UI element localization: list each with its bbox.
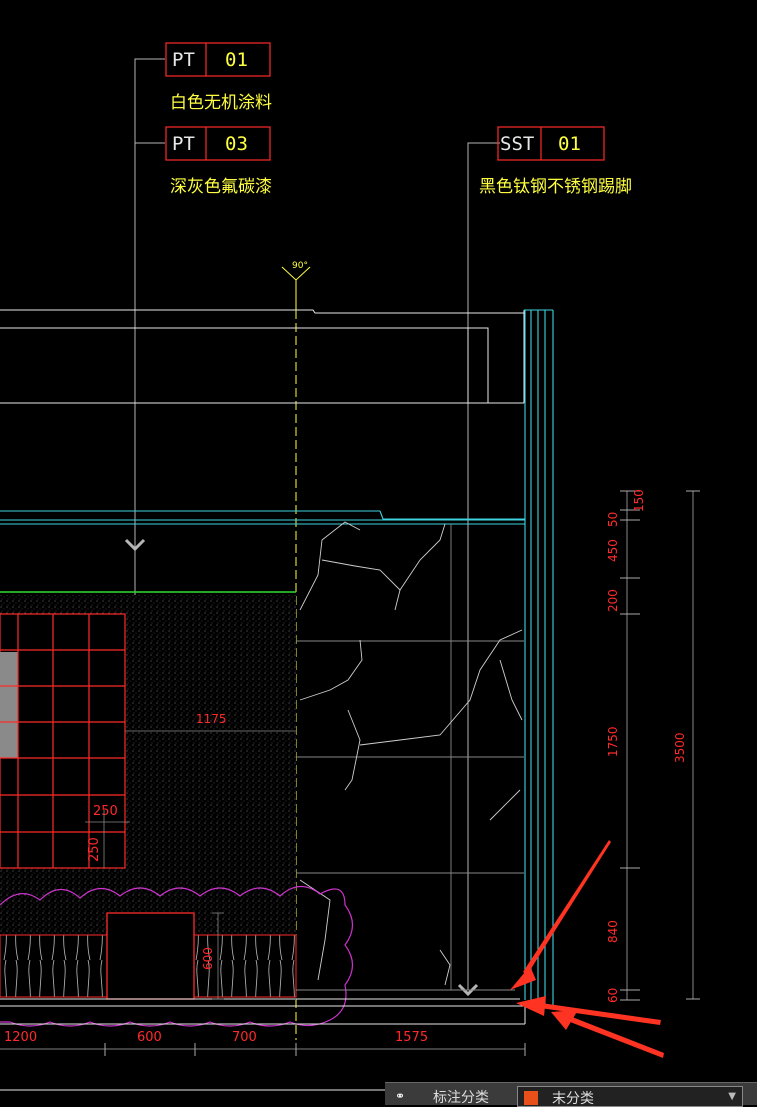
tag-code: PT: [172, 49, 195, 71]
bottom-dimension-chain: 1200 600 700 1575: [0, 1030, 526, 1091]
tag-sst-01: SST 01 黑色钛钢不锈钢踢脚: [479, 126, 632, 197]
dim-text: 450: [606, 539, 620, 562]
dim-text: 1575: [395, 1030, 428, 1045]
tag-pt-01: PT 01 白色无机涂料: [165, 42, 272, 113]
tag-description: 深灰色氟碳漆: [170, 177, 272, 197]
annotation-arrows: [510, 840, 664, 1058]
dim-250-horizontal: 250: [85, 804, 130, 823]
dim-text: 1200: [4, 1030, 37, 1045]
dim-text: 50: [606, 512, 620, 527]
tag-number: 01: [558, 133, 581, 155]
tag-description: 白色无机涂料: [170, 93, 272, 113]
dim-text: 600: [137, 1030, 162, 1045]
dim-text: 250: [87, 837, 102, 862]
dim-text: 1750: [606, 726, 620, 757]
dim-1175: 1175: [125, 712, 296, 732]
dim-250-vertical: 250: [87, 810, 105, 868]
scale-icon[interactable]: ⚭: [395, 1089, 406, 1103]
dim-text: 250: [93, 804, 118, 819]
leader-lines: [134, 58, 500, 990]
layer-color-swatch: [524, 1091, 538, 1105]
dim-text: 840: [606, 920, 620, 943]
dim-text: 200: [606, 589, 620, 612]
chevron-down-icon[interactable]: ▼: [728, 1091, 736, 1102]
marble-panel: [296, 521, 524, 990]
dim-text: 1175: [196, 712, 227, 726]
layer-name: 末分类: [552, 1091, 594, 1107]
dim-text: 600: [201, 947, 215, 970]
ceiling-lines: [0, 309, 525, 404]
wall-lines: [0, 309, 554, 1005]
dim-text: 3500: [673, 732, 687, 763]
tag-pt-03: PT 03 深灰色氟碳漆: [165, 126, 272, 197]
tag-description: 黑色钛钢不锈钢踢脚: [479, 177, 632, 197]
floor-lines: [0, 989, 526, 1025]
tag-code: SST: [500, 133, 534, 155]
dim-600-vertical: 600: [201, 912, 224, 1000]
tag-number: 01: [225, 49, 248, 71]
right-dimension-chain: 50 150 450 200 1750 840 60 3500: [606, 489, 700, 1003]
annotation-scale-bar: ⚭ 标注分类 末分类 ▼: [385, 1082, 757, 1107]
annotation-category-label: 标注分类: [433, 1090, 489, 1106]
dim-text: 60: [606, 988, 620, 1003]
tile-grid: [0, 613, 126, 869]
cabinet-box: [106, 912, 195, 1000]
dim-text: 150: [632, 489, 646, 512]
dim-text: 700: [232, 1030, 257, 1045]
tag-number: 03: [225, 133, 248, 155]
tag-code: PT: [172, 133, 195, 155]
section-angle: 90°: [292, 261, 308, 271]
